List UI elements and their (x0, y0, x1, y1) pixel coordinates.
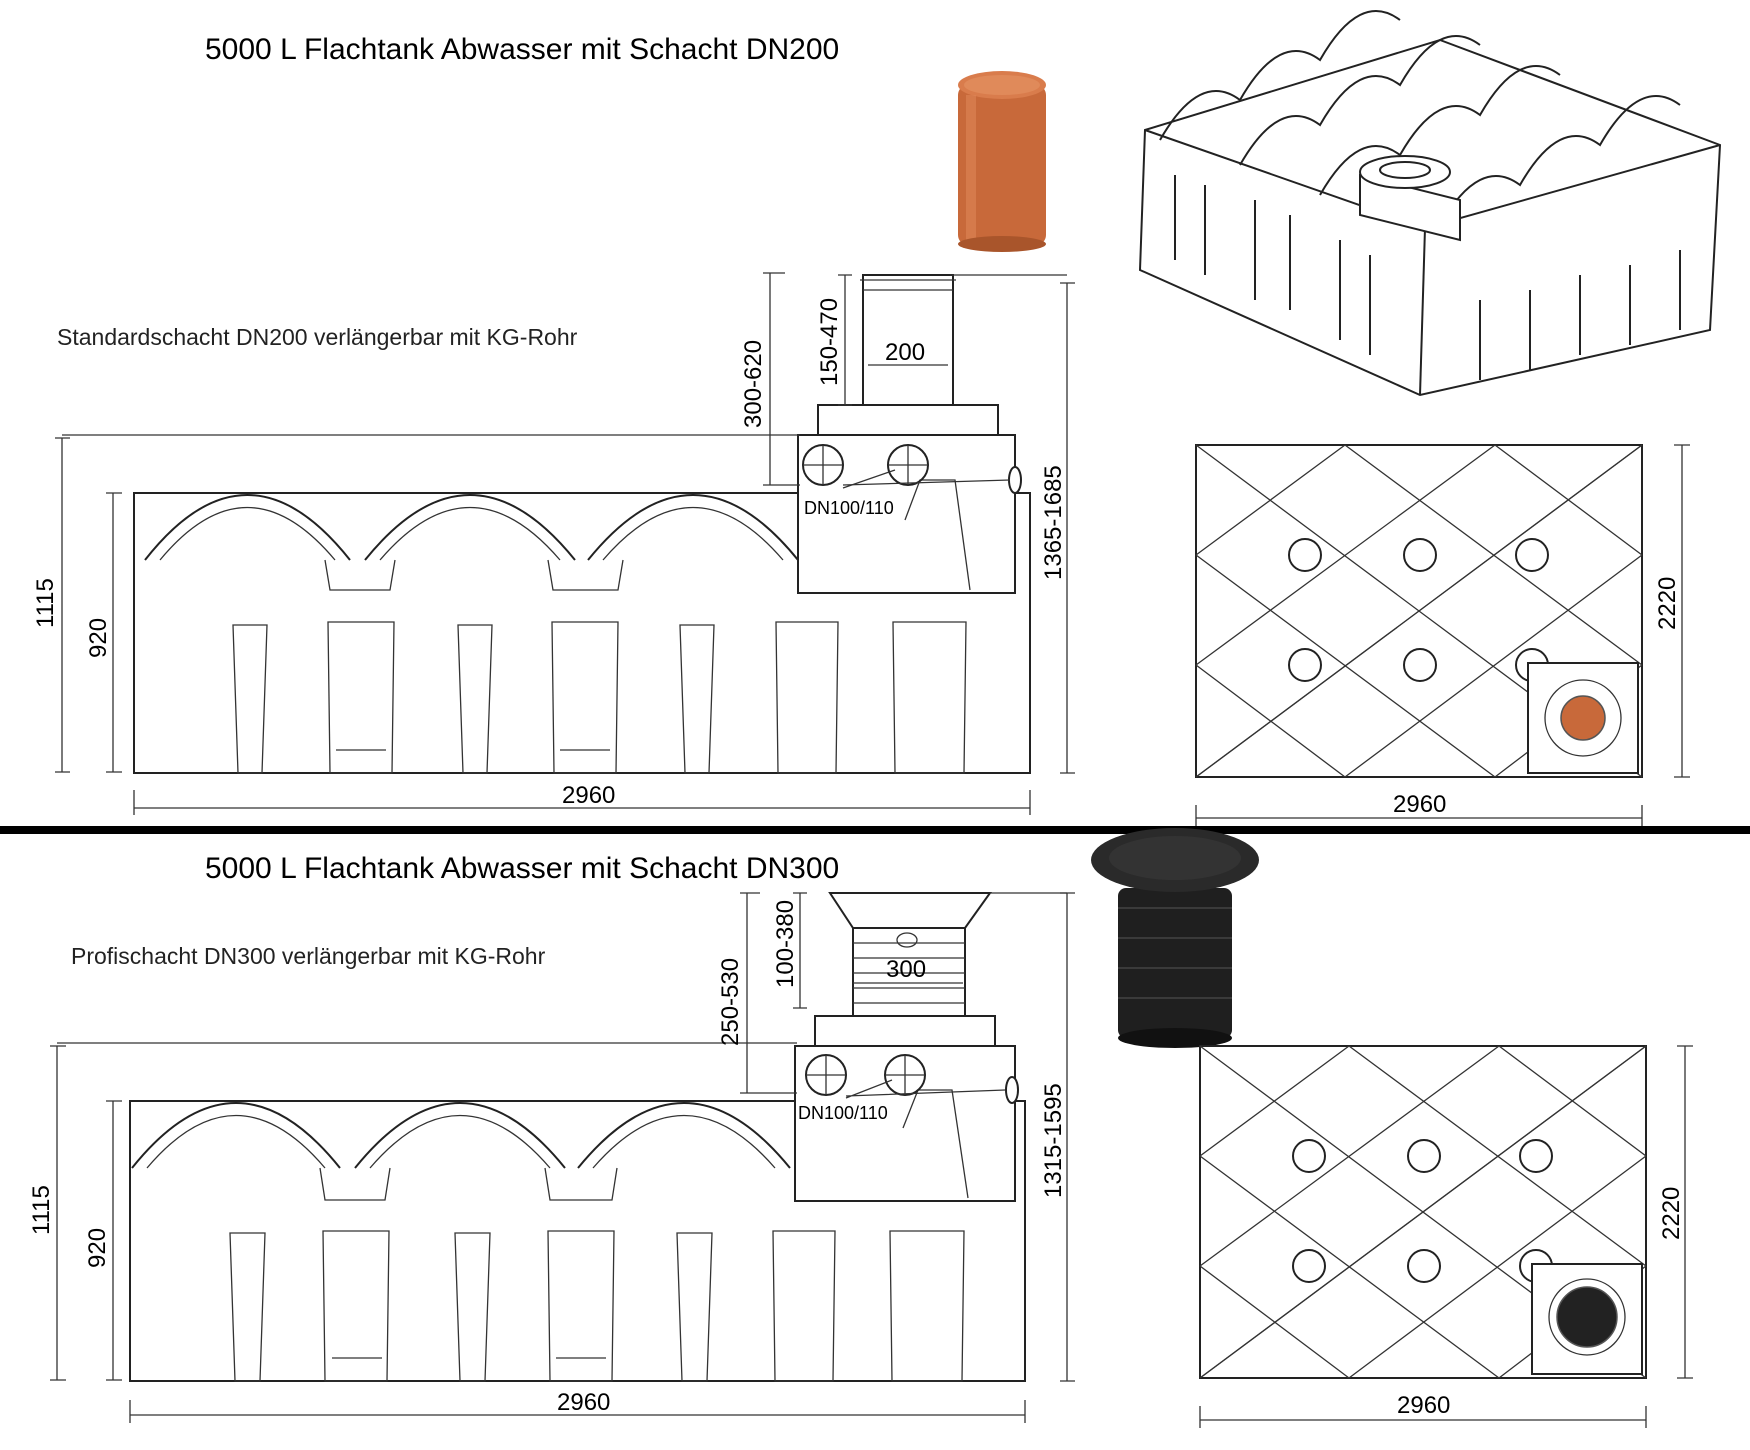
dim-plan-length-b: 2960 (1397, 1392, 1451, 1419)
dim-length: 2960 (562, 782, 616, 809)
tank-plan-view (1195, 444, 1643, 778)
title-dn300: 5000 L Flachtank Abwasser mit Schacht DN… (205, 852, 840, 885)
tank-side-view (133, 274, 1031, 774)
panel-dn300: 5000 L Flachtank Abwasser mit Schacht DN… (0, 828, 1750, 1450)
dim-total-range: 1365-1685 (1040, 465, 1067, 580)
dimension-lines-bottom (50, 892, 1075, 1423)
tank-side-view-dn300 (129, 892, 1026, 1382)
plan-dimension-lines-bottom (1199, 1045, 1693, 1428)
dim-plan-length: 2960 (1393, 791, 1447, 818)
dim-diameter-b: 300 (886, 956, 927, 983)
dim-diameter: 200 (885, 339, 926, 366)
subtitle-dn300: Profischacht DN300 verlängerbar mit KG-R… (71, 943, 546, 969)
dim-total-range-b: 1315-1595 (1040, 1083, 1067, 1198)
tank-isometric (1138, 10, 1722, 397)
dim-pipes-b: DN100/110 (798, 1103, 888, 1123)
dim-length-b: 2960 (557, 1389, 611, 1416)
dim-shaft-range-b: 250-530 (717, 957, 744, 1046)
dim-shaft-extension: 150-470 (816, 297, 843, 386)
dim-plan-width: 2220 (1654, 576, 1681, 630)
title-dn200: 5000 L Flachtank Abwasser mit Schacht DN… (205, 33, 840, 66)
tank-plan-view-dn300 (1199, 1045, 1647, 1379)
subtitle-dn200: Standardschacht DN200 verlängerbar mit K… (57, 324, 578, 350)
dim-pipes: DN100/110 (804, 498, 894, 518)
kg-pipe-image (958, 71, 1046, 252)
dim-height-body-b: 920 (84, 1227, 111, 1268)
dim-height-total-b: 1115 (28, 1185, 55, 1235)
section-divider (0, 826, 1750, 834)
drawing-dn300 (50, 828, 1693, 1428)
dim-shaft-range: 300-620 (740, 339, 767, 428)
dimension-lines-top (55, 272, 1075, 815)
dim-height-body: 920 (85, 617, 112, 658)
dim-plan-width-b: 2220 (1658, 1186, 1685, 1240)
dim-shaft-extension-b: 100-380 (772, 899, 799, 988)
drawing-dn200 (55, 10, 1722, 826)
plan-dimension-lines-top (1195, 444, 1690, 826)
dn300-shaft-image (1091, 828, 1259, 1048)
panel-dn200: 5000 L Flachtank Abwasser mit Schacht DN… (32, 10, 1722, 826)
dim-height-total: 1115 (32, 578, 59, 628)
